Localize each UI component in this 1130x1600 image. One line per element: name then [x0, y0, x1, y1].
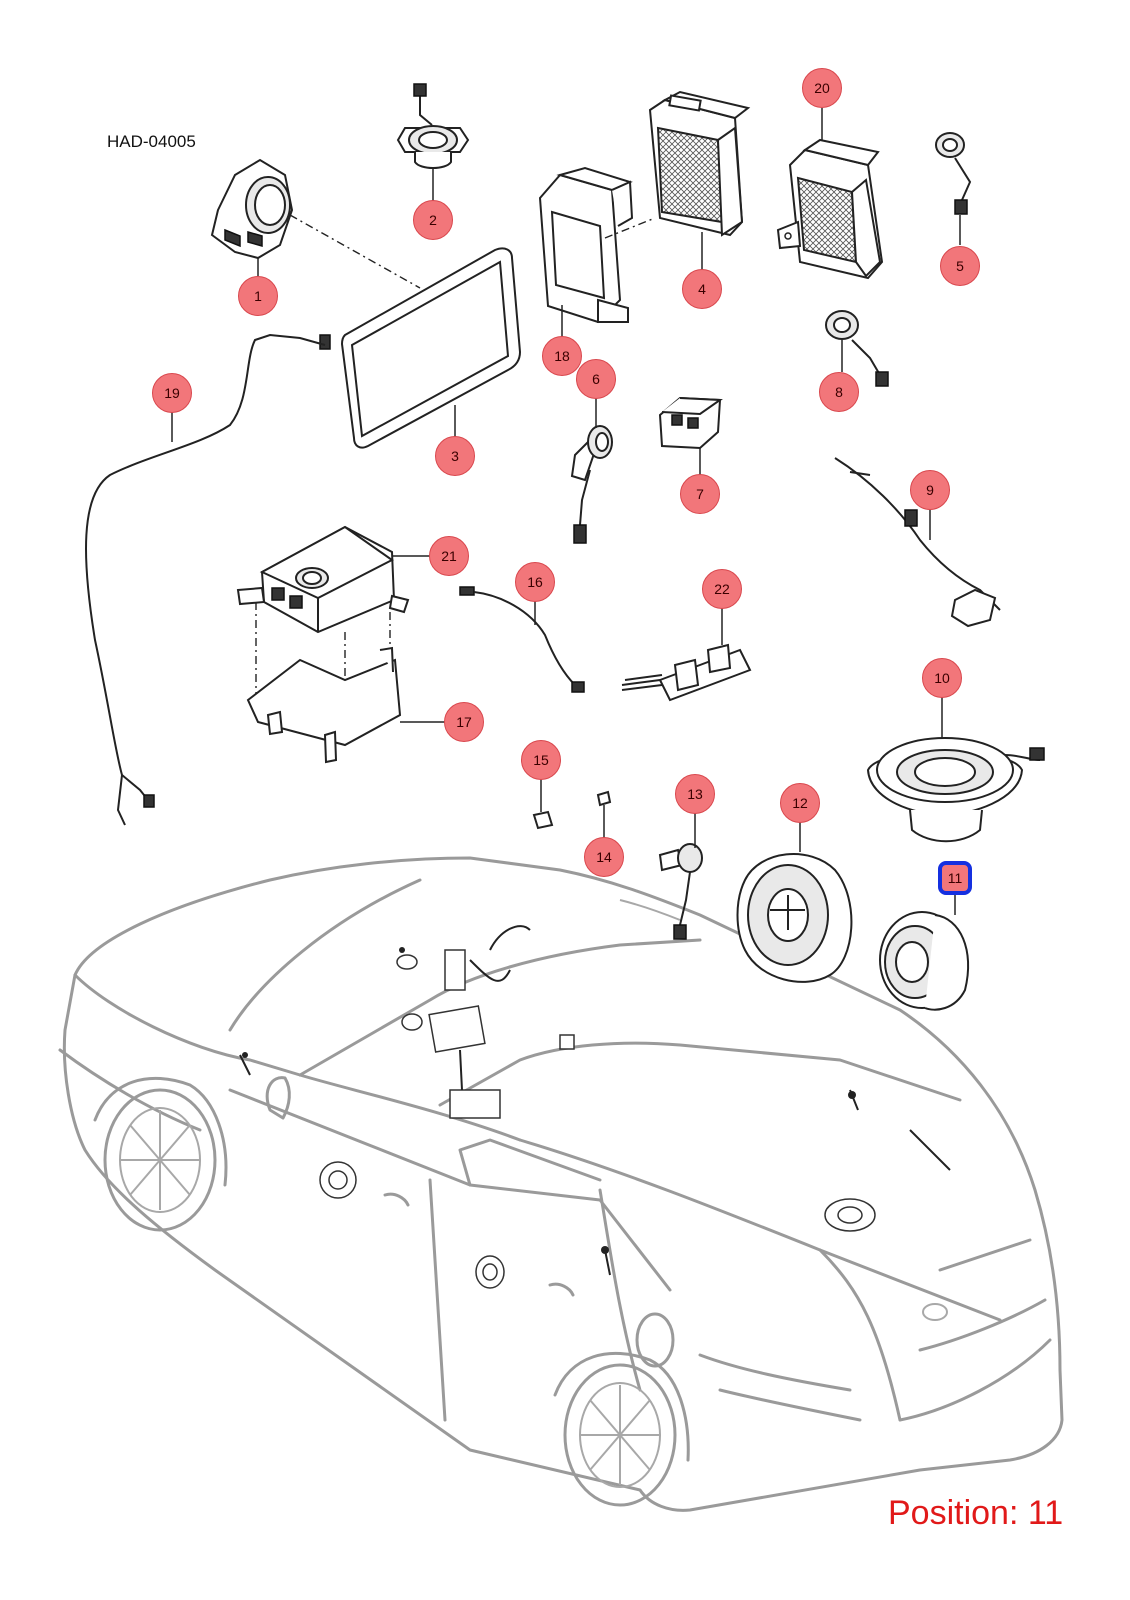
callout-18[interactable]: 18 [542, 336, 582, 376]
callout-3[interactable]: 3 [435, 436, 475, 476]
callout-19[interactable]: 19 [152, 373, 192, 413]
part-11-speaker [879, 895, 970, 1011]
callout-16[interactable]: 16 [515, 562, 555, 602]
part-17-bracket [246, 602, 445, 764]
part-6-microphone [570, 398, 613, 544]
callout-10[interactable]: 10 [922, 658, 962, 698]
part-20-amplifier [776, 108, 884, 280]
callout-14[interactable]: 14 [584, 837, 624, 877]
callout-1[interactable]: 1 [238, 276, 278, 316]
part-15-clip [532, 779, 554, 830]
car-outline [58, 856, 1064, 1512]
callout-12[interactable]: 12 [780, 783, 820, 823]
part-18-bracket [538, 166, 634, 338]
callout-4[interactable]: 4 [682, 269, 722, 309]
position-label: Position: [888, 1494, 1019, 1532]
part-1-tweeter-bracket [210, 158, 294, 276]
callout-17[interactable]: 17 [444, 702, 484, 742]
callout-11[interactable]: 11 [938, 861, 972, 895]
part-7-switch [658, 396, 723, 475]
callout-7[interactable]: 7 [680, 474, 720, 514]
position-readout: Position: 11 [888, 1494, 1063, 1533]
callout-6[interactable]: 6 [576, 359, 616, 399]
part-14-clip [596, 790, 612, 838]
part-22-usb-port [621, 608, 752, 702]
part-9-antenna-cable [834, 457, 1001, 628]
part-21-head-unit [236, 525, 430, 634]
callout-20[interactable]: 20 [802, 68, 842, 108]
part-3-display [340, 247, 522, 449]
position-value: 11 [1027, 1494, 1064, 1532]
part-10-woofer [866, 697, 1045, 843]
part-2-tweeter [396, 83, 470, 202]
callout-8[interactable]: 8 [819, 372, 859, 412]
diagram-code: HAD-04005 [107, 132, 196, 151]
part-1-guide-line [289, 214, 421, 289]
callout-13[interactable]: 13 [675, 774, 715, 814]
part-8-microphone [825, 310, 889, 387]
callout-9[interactable]: 9 [910, 470, 950, 510]
part-13-microphone [658, 812, 703, 940]
part-5-connector-module [935, 132, 972, 245]
callout-22[interactable]: 22 [702, 569, 742, 609]
callout-5[interactable]: 5 [940, 246, 980, 286]
part-16-aux-cable [459, 586, 585, 693]
part-4-amplifier [648, 90, 751, 270]
part-12-speaker [736, 822, 853, 983]
callout-2[interactable]: 2 [413, 200, 453, 240]
callout-21[interactable]: 21 [429, 536, 469, 576]
part-19-usb-cable [85, 333, 331, 826]
callout-15[interactable]: 15 [521, 740, 561, 780]
